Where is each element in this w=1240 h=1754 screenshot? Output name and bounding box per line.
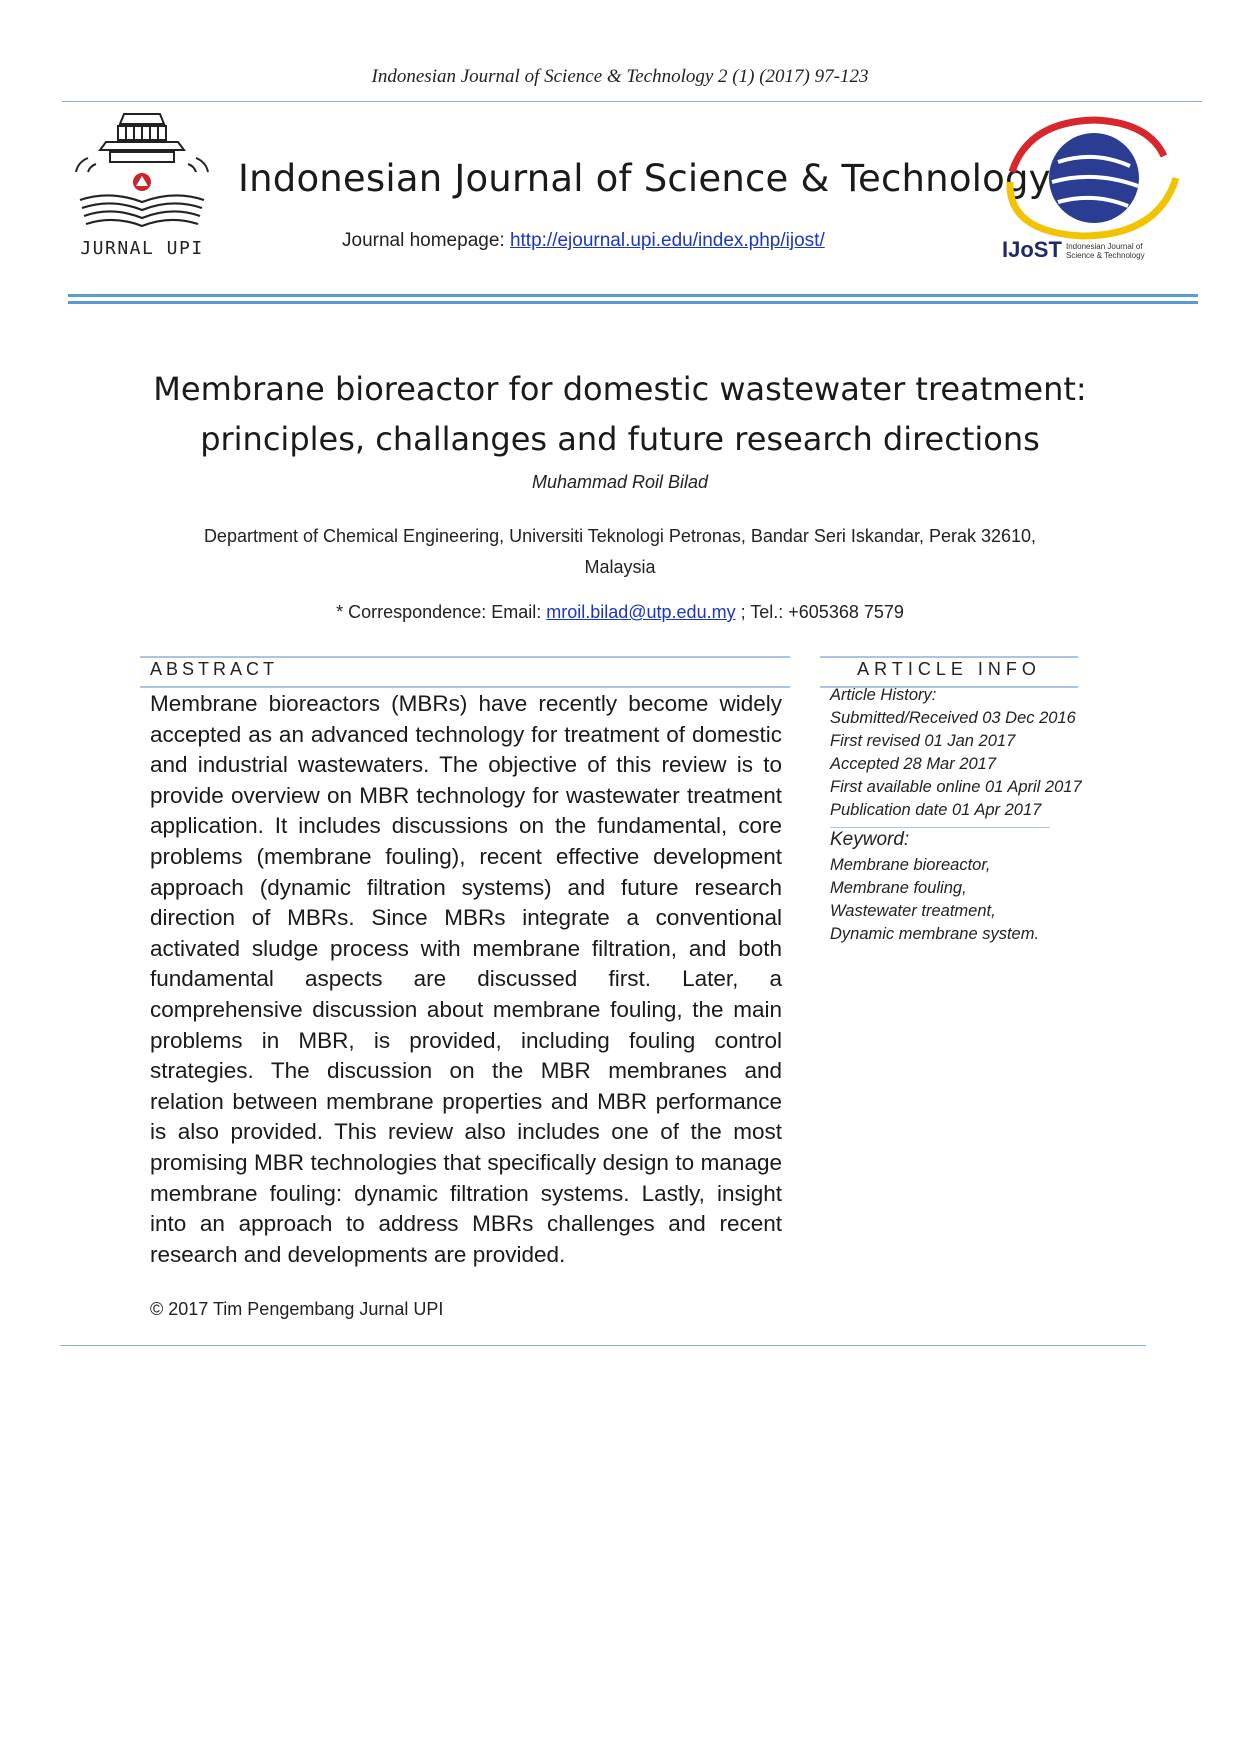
running-head: Indonesian Journal of Science & Technolo… — [371, 66, 869, 87]
ijost-logo-subtext-1: Indonesian Journal of — [1066, 242, 1143, 251]
author: Muhammad Roil Bilad — [531, 472, 709, 492]
affiliation-line-2: Malaysia — [584, 557, 656, 577]
article-info-heading: ARTICLE INFO — [857, 659, 1041, 679]
keyword-item: Wastewater treatment, — [830, 902, 996, 920]
abstract-text: Membrane bioreactors (MBRs) have recentl… — [150, 691, 782, 1267]
keyword-item: Membrane fouling, — [830, 879, 967, 897]
history-available-online: First available online 01 April 2017 — [830, 778, 1082, 796]
paper-title: Membrane bioreactor for domestic wastewa… — [90, 364, 1150, 464]
header-double-rule-top — [68, 294, 1198, 297]
ijost-logo: IJoST Indonesian Journal of Science & Te… — [998, 112, 1184, 264]
copyright: © 2017 Tim Pengembang Jurnal UPI — [150, 1299, 444, 1319]
article-info-rule-top — [820, 656, 1078, 658]
homepage-link[interactable]: http://ejournal.upi.edu/index.php/ijost/ — [509, 230, 825, 251]
history-publication-date: Publication date 01 Apr 2017 — [830, 801, 1042, 819]
article-history-title: Article History: — [830, 686, 937, 704]
journal-title: Indonesian Journal of Science & Technolo… — [238, 157, 1051, 200]
abstract-heading: ABSTRACT — [150, 659, 279, 679]
ijost-logo-text: IJoST — [1002, 237, 1062, 262]
keyword-item: Dynamic membrane system. — [830, 925, 1040, 943]
history-accepted: Accepted 28 Mar 2017 — [830, 755, 997, 773]
homepage-line: Journal homepage: http://ejournal.upi.ed… — [342, 230, 825, 252]
correspondence-suffix: ; Tel.: +605368 7579 — [735, 602, 904, 622]
paper-title-line-1: Membrane bioreactor for domestic wastewa… — [153, 370, 1087, 408]
correspondence-prefix: * Correspondence: Email: — [336, 602, 547, 622]
article-info-rule-bottom — [820, 686, 1078, 688]
jurnal-upi-logo: JURNAL UPI — [62, 108, 222, 263]
header-double-rule-bottom — [68, 301, 1198, 304]
affiliation: Department of Chemical Engineering, Univ… — [150, 521, 1090, 583]
correspondence: * Correspondence: Email: mroil.bilad@utp… — [0, 602, 1240, 623]
abstract-rule-top — [140, 656, 790, 658]
keyword-title: Keyword: — [830, 829, 910, 850]
ijost-logo-subtext-2: Science & Technology — [1066, 251, 1145, 260]
abstract-rule-bottom — [140, 686, 790, 688]
article-history-rule — [830, 827, 1050, 828]
affiliation-line-1: Department of Chemical Engineering, Univ… — [203, 526, 1037, 546]
history-submitted: Submitted/Received 03 Dec 2016 — [830, 709, 1076, 727]
homepage-label: Journal homepage: — [342, 230, 510, 251]
jurnal-upi-logo-text: JURNAL UPI — [80, 238, 203, 259]
header-rule — [62, 101, 1202, 102]
section-end-rule — [60, 1345, 1146, 1346]
history-first-revised: First revised 01 Jan 2017 — [830, 732, 1016, 750]
correspondence-email-link[interactable]: mroil.bilad@utp.edu.my — [546, 602, 736, 622]
keyword-item: Membrane bioreactor, — [830, 856, 991, 874]
paper-title-line-2: principles, challanges and future resear… — [200, 420, 1040, 458]
